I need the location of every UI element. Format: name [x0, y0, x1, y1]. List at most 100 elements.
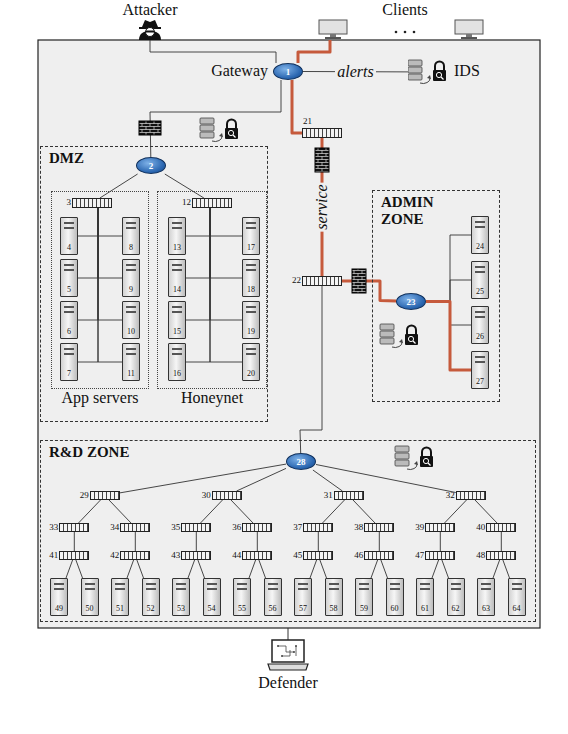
- server-number: 9: [123, 285, 139, 294]
- switch-node: 40: [486, 523, 516, 532]
- server-number: 60: [387, 604, 403, 613]
- graphic-part: [319, 20, 347, 34]
- server-node: 5: [60, 259, 78, 297]
- network-link: [210, 208, 242, 362]
- switch-node: 22: [302, 276, 342, 286]
- network-link: [257, 532, 258, 551]
- zone-title: DMZ: [49, 150, 84, 167]
- switch-number: 45: [293, 550, 302, 561]
- ids-label: IDS: [454, 62, 480, 80]
- network-link: [310, 560, 317, 578]
- switch-number: 47: [415, 550, 424, 561]
- server-number: 51: [112, 604, 128, 613]
- graphic-part: [404, 31, 407, 34]
- group-title: App servers: [40, 389, 160, 407]
- service-path: [292, 80, 302, 133]
- network-link: [318, 532, 319, 551]
- server-number: 62: [448, 604, 464, 613]
- router-node: 23: [396, 293, 426, 310]
- server-node: 52: [142, 578, 160, 616]
- network-link: [150, 40, 276, 63]
- server-node: 58: [325, 578, 343, 616]
- network-link: [320, 560, 327, 578]
- service-path: [342, 281, 396, 301]
- network-link: [210, 208, 242, 278]
- server-number: 6: [61, 327, 77, 336]
- server-number: 50: [82, 604, 98, 613]
- network-link: [501, 532, 502, 551]
- switch-node: 35: [181, 523, 211, 532]
- graphic-part: [266, 638, 310, 674]
- server-node: 53: [172, 578, 190, 616]
- device-label: Gateway: [211, 62, 268, 80]
- server-number: 27: [472, 377, 488, 386]
- switch-number: 36: [232, 522, 241, 533]
- network-link: [188, 560, 195, 578]
- server-number: 54: [204, 604, 220, 613]
- router-number: 1: [274, 64, 302, 80]
- server-number: 24: [472, 242, 488, 251]
- graphic-part: [135, 19, 165, 40]
- switch-node: 30: [212, 491, 242, 500]
- network-link: [98, 208, 122, 236]
- server-number: 18: [243, 285, 259, 294]
- network-link: [78, 208, 98, 278]
- server-node: 7: [60, 343, 78, 381]
- network-link: [493, 560, 500, 578]
- server-node: 25: [471, 261, 489, 299]
- network-link: [432, 560, 439, 578]
- server-number: 19: [243, 327, 259, 336]
- switch-node: 36: [242, 523, 272, 532]
- server-number: 16: [169, 369, 185, 378]
- defender-link: [288, 628, 289, 640]
- graphic-part: [318, 19, 492, 40]
- switch-number: 40: [476, 522, 485, 533]
- server-number: 52: [143, 604, 159, 613]
- ids-node: IDS: [408, 56, 494, 88]
- switch-node: 3: [72, 198, 112, 208]
- switch-node: 38: [364, 523, 394, 532]
- server-node: 59: [355, 578, 373, 616]
- edge-label: alerts: [335, 63, 375, 81]
- switch-number: 22: [292, 275, 301, 286]
- router-node: 2: [136, 157, 166, 174]
- server-node: 10: [122, 301, 140, 339]
- zone-title: R&D ZONE: [49, 444, 129, 461]
- network-link: [78, 208, 98, 362]
- network-link: [371, 560, 378, 578]
- server-number: 64: [509, 604, 525, 613]
- zone-title: ADMIN ZONE: [381, 194, 447, 228]
- network-link: [78, 208, 98, 320]
- router-node: 28: [286, 453, 316, 470]
- zone-box: ADMIN ZONE2324252627: [372, 190, 500, 402]
- network-link: [98, 208, 122, 320]
- network-link: [98, 208, 122, 278]
- actor-icon: [109, 19, 191, 40]
- server-number: 56: [265, 604, 281, 613]
- network-link: [127, 560, 134, 578]
- switch-node: 33: [59, 523, 89, 532]
- server-node: 49: [50, 578, 68, 616]
- server-node: 63: [477, 578, 495, 616]
- service-path: [426, 302, 471, 371]
- network-link: [323, 500, 345, 523]
- edge-label: service: [313, 182, 331, 231]
- switch-number: 34: [110, 522, 119, 533]
- server-node: 64: [508, 578, 526, 616]
- network-link: [109, 500, 131, 523]
- network-link: [186, 208, 210, 236]
- network-link: [201, 500, 223, 523]
- server-number: 10: [123, 327, 139, 336]
- server-node: 24: [471, 216, 489, 254]
- dmz-monitor: [200, 118, 238, 141]
- router-number: 23: [397, 294, 425, 310]
- firewall: [315, 148, 329, 172]
- graphic-part: [466, 34, 472, 37]
- network-link: [66, 560, 73, 578]
- switch-node: 34: [120, 523, 150, 532]
- actor-node: Defender: [235, 638, 341, 714]
- router-number: 2: [137, 158, 165, 174]
- network-link: [440, 532, 441, 551]
- router-node: 1: [273, 63, 303, 80]
